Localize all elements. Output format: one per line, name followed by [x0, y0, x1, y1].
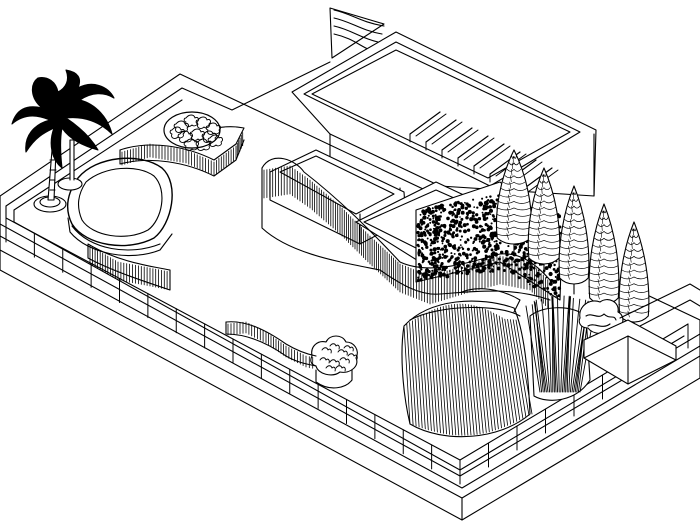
planter-pot-icon — [402, 289, 532, 437]
cypress-tree-icon — [619, 222, 650, 332]
cypress-tree-icon — [528, 168, 560, 274]
cypress-tree-icon — [589, 204, 620, 314]
flower-bed-icon — [164, 112, 222, 150]
cypress-tree-icon — [496, 150, 532, 254]
cypress-tree-row — [496, 150, 649, 332]
parapet-rail-segments — [6, 218, 688, 484]
curved-bed-center — [226, 322, 316, 369]
shrub-icon — [579, 300, 623, 334]
pond — [68, 158, 172, 255]
cypress-planter — [584, 320, 676, 384]
palm-tree-icon — [12, 70, 114, 212]
right-edge-detail — [620, 284, 700, 326]
raised-planter-wall — [262, 158, 550, 308]
shrub-icon — [311, 336, 357, 388]
cypress-tree-icon — [559, 186, 590, 294]
grass-clump-icon — [526, 296, 596, 400]
